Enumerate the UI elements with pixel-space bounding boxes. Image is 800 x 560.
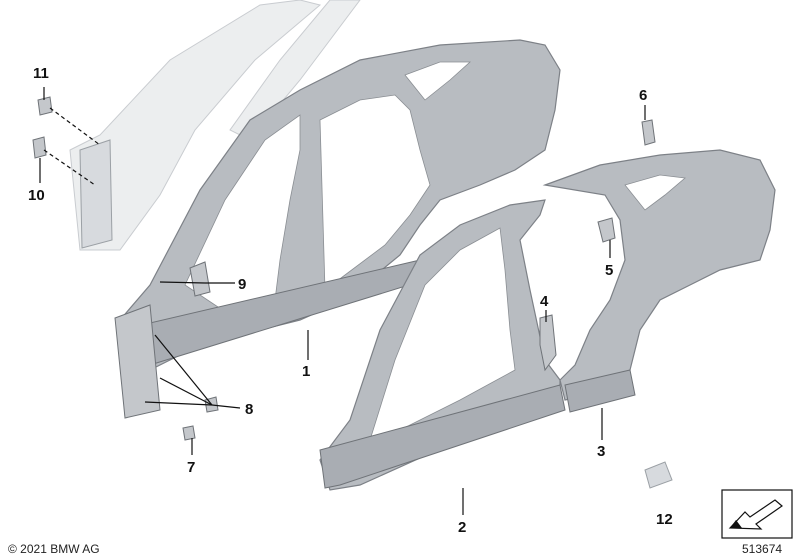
part-9-bracket — [189, 261, 211, 297]
part-4-bracket — [539, 314, 557, 372]
callout-4: 4 — [540, 293, 549, 310]
callout-6: 6 — [639, 87, 647, 104]
callout-11: 11 — [33, 65, 49, 82]
side-frame-section-rear — [542, 149, 776, 413]
part-5-bracket — [597, 217, 616, 243]
diagram-number: 513674 — [742, 542, 782, 556]
callout-5: 5 — [605, 262, 613, 279]
part-10-bracket — [32, 136, 47, 159]
side-frame-complete — [114, 39, 561, 419]
part-12-patch — [644, 461, 673, 489]
callout-8: 8 — [245, 401, 253, 418]
part-7-bracket — [182, 425, 196, 441]
side-frame-section-front — [319, 199, 566, 491]
callout-1: 1 — [302, 363, 310, 380]
part-6-bracket — [641, 119, 656, 146]
orientation-arrow-icon — [721, 489, 793, 539]
callout-12: 12 — [656, 511, 673, 528]
callout-2: 2 — [458, 519, 466, 536]
callout-9: 9 — [238, 276, 246, 293]
copyright-text: © 2021 BMW AG — [8, 542, 100, 556]
callout-10: 10 — [28, 187, 45, 204]
callout-7: 7 — [187, 459, 195, 476]
callout-3: 3 — [597, 443, 605, 460]
ghost-body-frame — [69, 0, 361, 251]
leader-lines — [39, 87, 646, 515]
part-11-bracket — [37, 96, 53, 116]
